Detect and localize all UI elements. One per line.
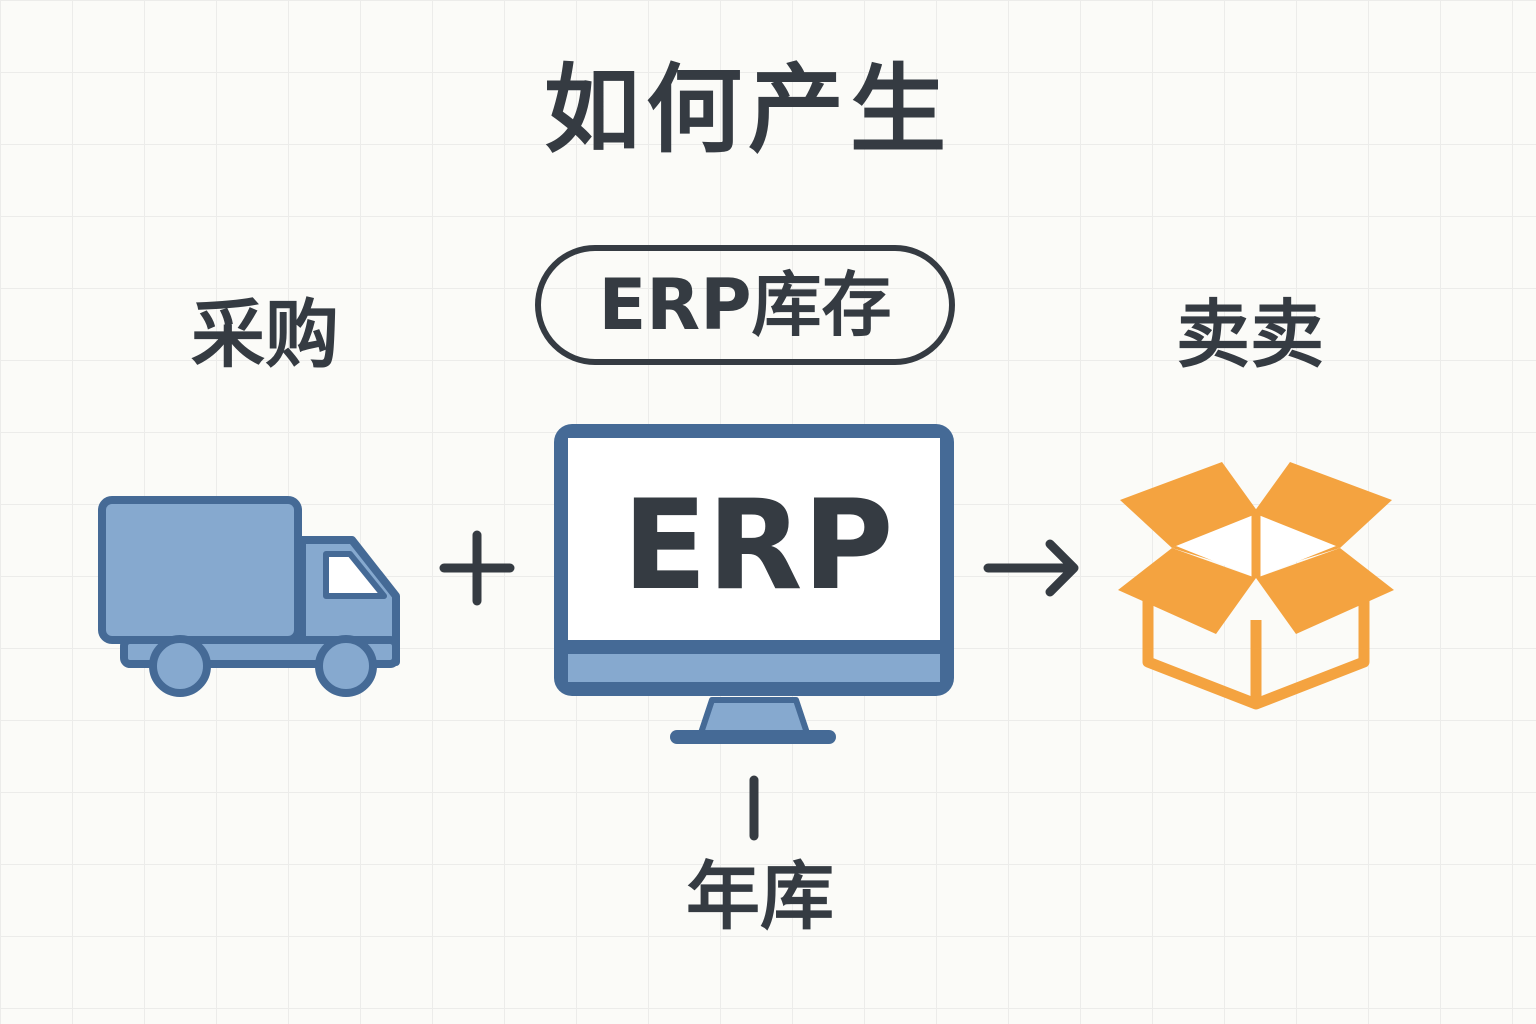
sell-label: 卖卖 <box>1176 292 1324 378</box>
plus-icon <box>439 530 515 606</box>
year-inventory-label: 年库 <box>686 854 834 940</box>
arrow-right-icon <box>983 539 1079 597</box>
truck-icon <box>98 496 400 697</box>
monitor-label: ERP <box>622 474 893 618</box>
diagram-title: 如何产生 <box>544 54 952 166</box>
erp-inventory-pill: ERP库存 <box>535 245 955 365</box>
purchase-label: 采购 <box>191 292 339 378</box>
monitor-icon: ERP <box>554 424 954 744</box>
open-box-icon <box>1118 462 1394 710</box>
erp-inventory-label: ERP库存 <box>598 264 892 346</box>
